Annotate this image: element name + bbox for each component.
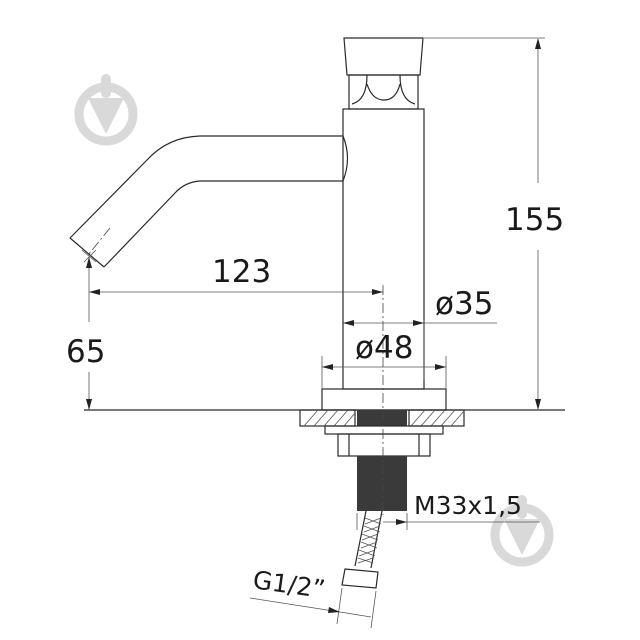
dim-123-label: 123: [212, 254, 271, 290]
dim-155-label: 155: [505, 202, 564, 238]
dim-spout-height: 65: [66, 257, 105, 410]
dim-m33-label: M33x1,5: [414, 491, 522, 520]
dim-total-height: 155: [424, 37, 564, 410]
base-ring: [321, 388, 447, 411]
dim-body-diameter: ø35: [343, 286, 497, 380]
dim-diameter-48-label: ø48: [355, 330, 413, 366]
dim-65-label: 65: [66, 334, 105, 370]
dim-mounting-thread: M33x1,5: [356, 491, 540, 530]
dim-base-diameter: ø48: [321, 330, 447, 389]
spout: [69, 135, 349, 268]
dim-hose-connection: G1/2”: [249, 565, 377, 629]
braided-hose: [341, 510, 383, 589]
washer: [324, 425, 444, 435]
threaded-shank: [357, 456, 407, 511]
watermark-arrow-icon: [74, 74, 138, 146]
countertop-section: [84, 409, 565, 427]
lock-nut: [337, 433, 431, 457]
watermark-arrow-icon: [490, 495, 554, 567]
dim-g12-label: G1/2”: [251, 565, 327, 604]
dim-diameter-35-label: ø35: [435, 286, 493, 322]
handle-cap: [343, 37, 424, 110]
dim-spout-reach: 123: [89, 254, 383, 295]
